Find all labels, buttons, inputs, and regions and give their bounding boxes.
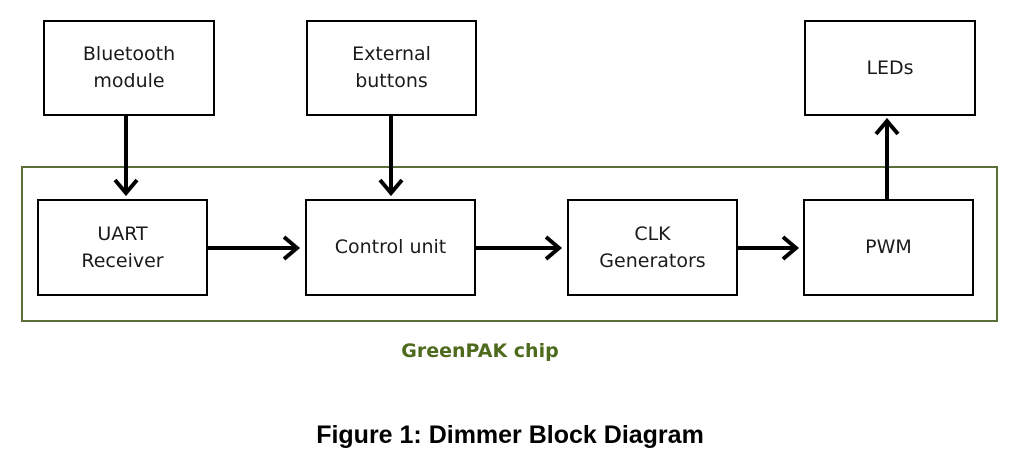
- figure-caption: Figure 1: Dimmer Block Diagram: [316, 421, 704, 449]
- chip-label: GreenPAK chip: [401, 340, 559, 362]
- control-unit-block: Control unit: [305, 199, 476, 296]
- clk-generators-block: CLK Generators: [567, 199, 738, 296]
- external-buttons-block: External buttons: [306, 20, 477, 116]
- uart-receiver-block: UART Receiver: [37, 199, 208, 296]
- greenpak-chip-boundary: [21, 166, 998, 322]
- bluetooth-module-block: Bluetooth module: [43, 20, 215, 116]
- pwm-block: PWM: [803, 199, 974, 296]
- leds-block: LEDs: [804, 20, 976, 116]
- arrowhead-pwm-to-leds: [874, 117, 900, 136]
